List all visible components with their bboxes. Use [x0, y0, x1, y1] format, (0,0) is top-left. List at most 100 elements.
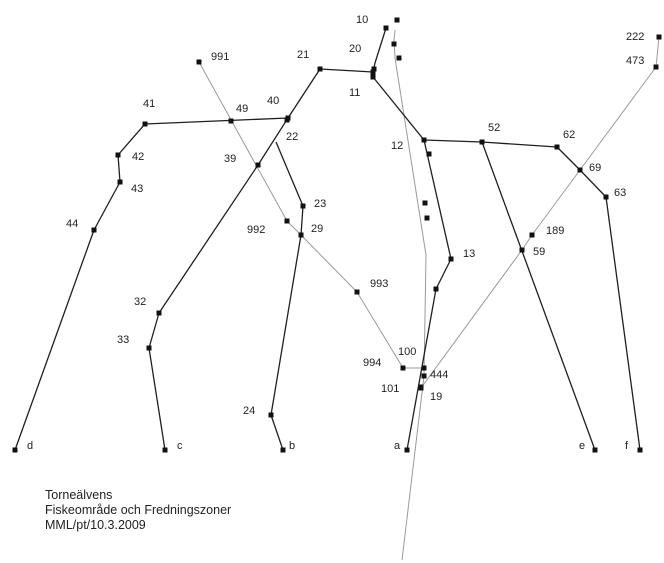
point-marker — [433, 286, 439, 292]
point-marker — [396, 55, 402, 61]
point-label-24: 24 — [243, 405, 255, 417]
dark-boundary-line — [144, 117, 289, 125]
caption-river-name: Torneälvens — [45, 488, 113, 502]
point-label-62: 62 — [563, 129, 575, 141]
point-label-e: e — [579, 440, 585, 452]
dark-boundary-line — [423, 139, 641, 451]
light-boundary-line — [420, 36, 660, 389]
point-label-991: 991 — [211, 51, 229, 63]
point-marker — [394, 17, 400, 23]
caption-map-title: Fiskeområde och Fredningszoner — [45, 503, 232, 517]
dark-boundary-line — [481, 141, 596, 451]
light-boundary-lines — [198, 29, 660, 561]
point-label-444: 444 — [430, 369, 448, 381]
point-marker-11 — [370, 74, 376, 80]
point-marker — [424, 215, 430, 221]
point-label-63: 63 — [614, 187, 626, 199]
point-marker-20 — [370, 69, 376, 75]
point-label-49: 49 — [236, 103, 248, 115]
point-label-32: 32 — [134, 296, 146, 308]
point-label-69: 69 — [589, 162, 601, 174]
point-label-21: 21 — [297, 49, 309, 61]
point-marker-63 — [603, 194, 609, 200]
point-label-c: c — [177, 440, 183, 452]
point-labels: 1020211112132223292439323340414243444952… — [27, 14, 644, 452]
point-label-59: 59 — [533, 246, 545, 258]
point-marker-41 — [142, 121, 148, 127]
point-label-13: 13 — [463, 248, 475, 260]
point-label-41: 41 — [143, 98, 155, 110]
point-marker-994 — [400, 365, 406, 371]
point-marker-33 — [146, 345, 152, 351]
point-label-43: 43 — [131, 183, 143, 195]
point-marker-21 — [317, 66, 323, 72]
point-marker-59 — [519, 247, 525, 253]
point-marker-12 — [421, 137, 427, 143]
point-marker-43 — [117, 179, 123, 185]
point-label-33: 33 — [117, 334, 129, 346]
point-label-100: 100 — [398, 346, 416, 358]
point-marker — [391, 41, 397, 47]
point-label-19: 19 — [430, 391, 442, 403]
dark-boundary-line — [270, 141, 304, 451]
point-label-11: 11 — [349, 87, 360, 99]
point-label-b: b — [289, 440, 295, 452]
point-label-29: 29 — [311, 223, 323, 235]
point-marker-44 — [91, 227, 97, 233]
point-label-992: 992 — [247, 224, 265, 236]
light-boundary-line — [393, 29, 427, 561]
point-marker-444 — [421, 373, 427, 379]
point-marker-993 — [354, 289, 360, 295]
point-label-d: d — [27, 440, 33, 452]
point-marker-f — [637, 447, 643, 453]
point-label-994: 994 — [363, 357, 381, 369]
point-marker-52 — [479, 139, 485, 145]
point-marker-189 — [529, 232, 535, 238]
point-marker-991 — [196, 59, 202, 65]
point-label-23: 23 — [314, 198, 326, 210]
point-label-20: 20 — [349, 43, 361, 55]
point-marker-992 — [284, 218, 290, 224]
point-marker-23 — [300, 203, 306, 209]
point-label-22: 22 — [286, 131, 298, 143]
point-marker-19 — [418, 385, 424, 391]
point-label-12: 12 — [391, 140, 403, 152]
point-label-a: a — [394, 440, 401, 452]
point-marker-32 — [156, 310, 162, 316]
point-marker-100 — [421, 365, 427, 371]
point-marker-c — [162, 447, 168, 453]
point-marker — [422, 200, 428, 206]
light-boundary-line — [198, 61, 424, 369]
point-label-222: 222 — [626, 31, 644, 43]
point-marker-49 — [228, 118, 234, 124]
dark-boundary-line — [14, 123, 146, 451]
map-caption: Torneälvens Fiskeområde och Fredningszon… — [45, 488, 231, 533]
caption-source-date: MML/pt/10.3.2009 — [45, 518, 146, 532]
point-marker-40 — [285, 115, 291, 121]
point-label-993: 993 — [370, 278, 388, 290]
point-label-f: f — [625, 440, 629, 452]
point-marker-10 — [383, 25, 389, 31]
point-label-10: 10 — [356, 14, 368, 26]
point-label-39: 39 — [224, 153, 236, 165]
point-markers — [12, 17, 662, 453]
point-label-189: 189 — [546, 225, 564, 237]
point-marker — [426, 151, 432, 157]
point-marker-24 — [268, 412, 274, 418]
point-label-40: 40 — [267, 95, 279, 107]
point-label-473: 473 — [626, 55, 644, 67]
point-label-101: 101 — [381, 383, 399, 395]
point-marker-13 — [448, 256, 454, 262]
point-marker-29 — [298, 232, 304, 238]
point-marker-39 — [255, 162, 261, 168]
point-marker-222 — [656, 34, 662, 40]
point-marker-d — [12, 447, 18, 453]
point-marker-69 — [577, 167, 583, 173]
point-marker-62 — [554, 144, 560, 150]
point-marker-b — [280, 447, 286, 453]
point-marker — [371, 66, 377, 72]
point-marker-a — [404, 447, 410, 453]
point-label-52: 52 — [488, 122, 500, 134]
point-label-44: 44 — [66, 218, 78, 230]
